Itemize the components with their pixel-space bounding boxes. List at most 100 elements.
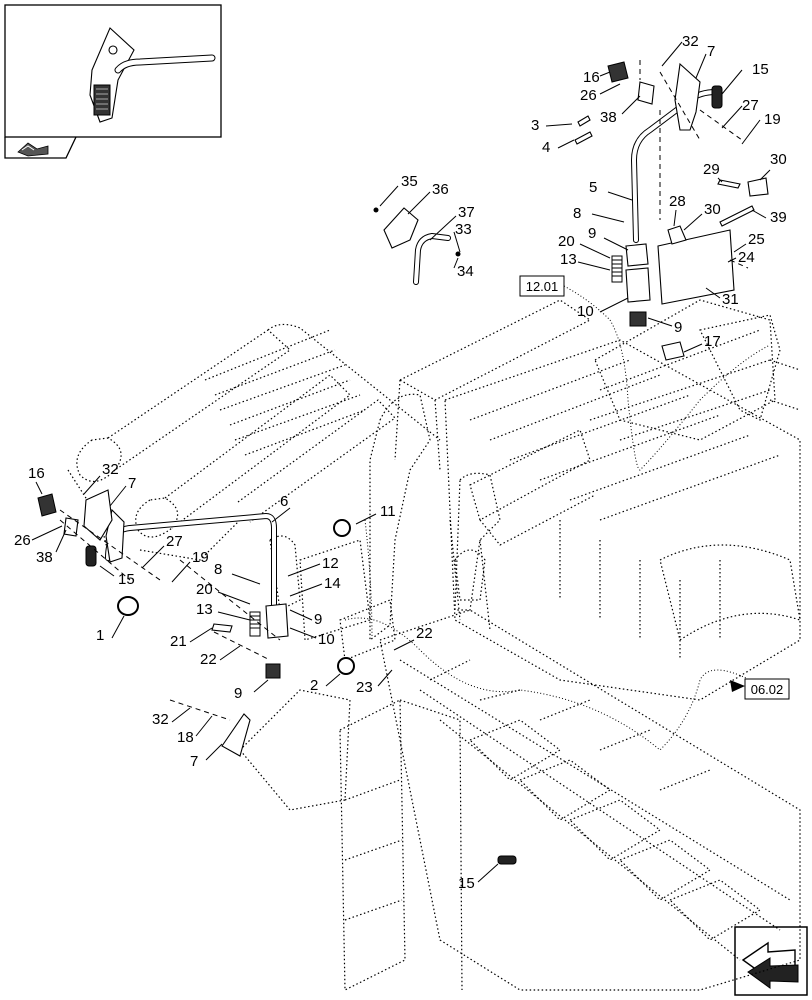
svg-text:35: 35 xyxy=(401,173,418,190)
svg-text:7: 7 xyxy=(707,43,715,60)
inset-frame xyxy=(4,4,222,138)
callout: 20 xyxy=(558,233,611,259)
svg-text:1: 1 xyxy=(96,627,104,644)
svg-text:24: 24 xyxy=(738,249,755,266)
callout: 30 xyxy=(683,201,721,231)
svg-text:25: 25 xyxy=(748,231,765,248)
svg-text:36: 36 xyxy=(432,181,449,198)
svg-text:27: 27 xyxy=(166,533,183,550)
callout: 9 xyxy=(234,679,269,702)
svg-text:22: 22 xyxy=(200,651,217,668)
svg-text:32: 32 xyxy=(102,461,119,478)
bracket-36 xyxy=(383,207,419,249)
callout: 10 xyxy=(577,297,629,320)
callout: 28 xyxy=(669,193,686,227)
svg-text:10: 10 xyxy=(318,631,335,648)
svg-text:23: 23 xyxy=(356,679,373,696)
svg-text:30: 30 xyxy=(770,151,787,168)
block-16-upper xyxy=(607,61,629,83)
callout: 23 xyxy=(356,669,393,696)
svg-text:8: 8 xyxy=(214,561,222,578)
svg-text:19: 19 xyxy=(192,549,209,566)
reference-box-0602[interactable]: 06.02 xyxy=(730,678,790,700)
callout: 19 xyxy=(741,111,781,145)
svg-text:32: 32 xyxy=(152,711,169,728)
callout: 26 xyxy=(580,83,621,104)
next-page-arrow-icon[interactable] xyxy=(734,926,808,996)
svg-text:16: 16 xyxy=(28,465,45,482)
callout: 24 xyxy=(727,249,755,266)
svg-text:31: 31 xyxy=(722,291,739,308)
callout: 15 xyxy=(99,565,135,588)
inset-tab xyxy=(4,136,77,159)
callout: 15 xyxy=(458,863,499,892)
svg-text:21: 21 xyxy=(170,633,187,650)
inset-reflector xyxy=(93,84,111,116)
svg-text:15: 15 xyxy=(118,571,135,588)
svg-text:26: 26 xyxy=(580,87,597,104)
svg-text:17: 17 xyxy=(704,333,721,350)
callout: 12 xyxy=(287,555,339,577)
callout: 9 xyxy=(647,317,682,336)
svg-text:34: 34 xyxy=(457,263,474,280)
callout: 14 xyxy=(289,575,341,597)
view-direction-icon xyxy=(17,142,49,157)
callout: 6 xyxy=(271,493,291,523)
callout: 5 xyxy=(589,179,633,201)
callout: 27 xyxy=(141,533,183,569)
svg-text:16: 16 xyxy=(583,69,600,86)
reference-box-1201[interactable]: 12.01 xyxy=(519,275,611,321)
svg-text:15: 15 xyxy=(458,875,475,892)
callout: 39 xyxy=(751,209,787,226)
callout: 2 xyxy=(310,673,341,694)
inset-view xyxy=(4,4,222,159)
svg-text:38: 38 xyxy=(600,109,617,126)
roller-bank xyxy=(67,323,441,561)
svg-text:9: 9 xyxy=(588,225,596,242)
callout: 13 xyxy=(196,601,251,621)
callout: 10 xyxy=(289,627,335,648)
callout: 9 xyxy=(588,225,629,251)
svg-text:26: 26 xyxy=(14,532,31,549)
callout: 32 xyxy=(83,461,119,495)
callout: 27 xyxy=(721,97,759,129)
svg-text:32: 32 xyxy=(682,33,699,50)
callout: 7 xyxy=(190,743,223,770)
main-beam xyxy=(394,299,592,471)
callout: 38 xyxy=(600,95,641,126)
callout: 3 xyxy=(531,117,573,134)
callout: 8 xyxy=(573,205,625,223)
deck xyxy=(444,339,801,701)
svg-text:8: 8 xyxy=(573,205,581,222)
middle-assembly xyxy=(373,207,461,285)
callout-labels: 32 7 16 15 26 38 27 19 3 4 29 30 5 28 30… xyxy=(14,33,787,892)
svg-text:12: 12 xyxy=(322,555,339,572)
svg-text:27: 27 xyxy=(742,97,759,114)
callout: 34 xyxy=(453,257,474,280)
svg-text:7: 7 xyxy=(128,475,136,492)
callout: 11 xyxy=(355,503,396,525)
svg-text:13: 13 xyxy=(196,601,213,618)
callout: 31 xyxy=(705,287,739,308)
callout: 13 xyxy=(560,251,611,271)
svg-text:20: 20 xyxy=(558,233,575,250)
callout: 1 xyxy=(96,615,125,644)
svg-text:39: 39 xyxy=(770,209,787,226)
svg-text:6: 6 xyxy=(280,493,288,510)
svg-text:33: 33 xyxy=(455,221,472,238)
svg-text:15: 15 xyxy=(752,61,769,78)
upper-right-assembly xyxy=(574,60,769,361)
callout: 36 xyxy=(407,181,449,215)
svg-text:28: 28 xyxy=(669,193,686,210)
svg-text:19: 19 xyxy=(764,111,781,128)
callout: 22 xyxy=(393,625,433,651)
side-panel xyxy=(239,689,351,811)
svg-text:13: 13 xyxy=(560,251,577,268)
callout: 8 xyxy=(214,561,261,585)
lower-left-assembly xyxy=(37,489,517,865)
callout: 20 xyxy=(196,581,251,605)
hinge-block-10-lower xyxy=(265,603,289,639)
reference-label: 06.02 xyxy=(751,682,784,697)
svg-text:14: 14 xyxy=(324,575,341,592)
callout: 7 xyxy=(109,475,136,507)
